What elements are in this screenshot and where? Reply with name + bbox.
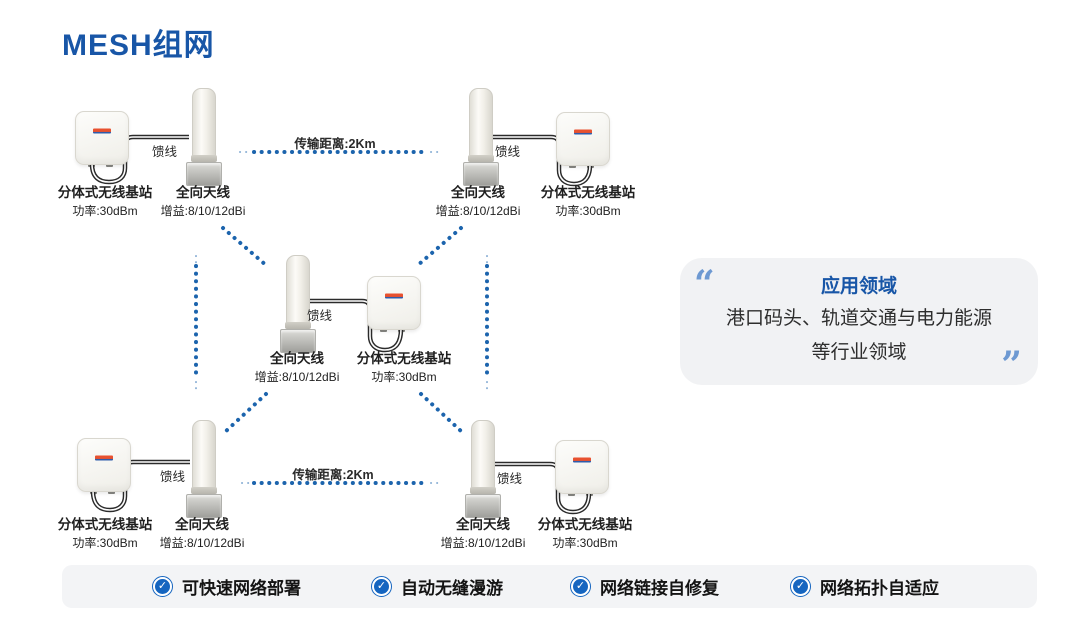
close-quote-icon: ” <box>1001 344 1022 386</box>
antenna-bracket <box>463 162 499 186</box>
antenna-cylinder <box>285 255 311 329</box>
feature-label: 自动无缝漫游 <box>401 579 503 598</box>
antenna-bracket <box>186 494 222 518</box>
brand-logo-icon <box>385 293 403 299</box>
antenna-cylinder <box>468 88 494 162</box>
station-label: 分体式无线基站 功率:30dBm <box>57 185 153 218</box>
antenna-label: 全向天线 增益:8/10/12dBi <box>435 185 521 218</box>
brand-logo-icon <box>574 129 592 135</box>
omni-antenna-device <box>463 88 499 186</box>
transmission-distance-label: 传输距离:2Km <box>294 137 376 151</box>
application-card-title: 应用领域 <box>820 276 897 297</box>
antenna-label: 全向天线 增益:8/10/12dBi <box>160 185 246 218</box>
omni-antenna-device <box>465 420 501 518</box>
antenna-label: 全向天线 增益:8/10/12dBi <box>254 351 340 384</box>
antenna-cylinder <box>470 420 496 494</box>
antenna-cylinder <box>191 88 217 162</box>
feature-label: 网络链接自修复 <box>600 579 719 598</box>
omni-antenna-device <box>186 420 222 518</box>
antenna-bracket <box>465 494 501 518</box>
base-station-device <box>75 111 129 165</box>
feeder-label: 馈线 <box>307 309 333 323</box>
page-title: MESH组网 <box>62 29 215 62</box>
check-icon: ✓ <box>570 576 591 597</box>
feature-item: ✓ 可快速网络部署 <box>152 565 301 608</box>
application-card-line1: 港口码头、轨道交通与电力能源 <box>725 308 992 329</box>
antenna-label: 全向天线 增益:8/10/12dBi <box>159 517 245 550</box>
feature-label: 网络拓扑自适应 <box>820 579 939 598</box>
application-card-line2: 等行业领域 <box>811 342 907 363</box>
feature-label: 可快速网络部署 <box>182 579 301 598</box>
brand-logo-icon <box>95 455 113 461</box>
feeder-label: 馈线 <box>497 472 523 486</box>
feature-item: ✓ 网络拓扑自适应 <box>790 565 939 608</box>
station-label: 分体式无线基站 功率:30dBm <box>57 517 153 550</box>
check-icon: ✓ <box>790 576 811 597</box>
antenna-cylinder <box>191 420 217 494</box>
open-quote-icon: “ <box>694 263 715 305</box>
transmission-distance-label: 传输距离:2Km <box>292 468 374 482</box>
base-station-device <box>77 438 131 492</box>
brand-logo-icon <box>93 128 111 134</box>
feature-item: ✓ 自动无缝漫游 <box>371 565 503 608</box>
base-station-device <box>367 276 421 330</box>
brand-logo-icon <box>573 457 591 463</box>
application-areas-card: “ 应用领域 港口码头、轨道交通与电力能源 等行业领域 ” <box>680 258 1038 395</box>
station-label: 分体式无线基站 功率:30dBm <box>540 185 636 218</box>
feature-bar: ✓ 可快速网络部署 ✓ 自动无缝漫游 ✓ 网络链接自修复 ✓ 网络拓扑自适应 <box>62 565 1037 608</box>
base-station-device <box>555 440 609 494</box>
feeder-label: 馈线 <box>495 145 521 159</box>
omni-antenna-device <box>186 88 222 186</box>
feature-item: ✓ 网络链接自修复 <box>570 565 719 608</box>
feeder-label: 馈线 <box>160 470 186 484</box>
station-label: 分体式无线基站 功率:30dBm <box>356 351 452 384</box>
omni-antenna-device <box>280 255 316 353</box>
antenna-label: 全向天线 增益:8/10/12dBi <box>440 517 526 550</box>
feeder-label: 馈线 <box>152 145 178 159</box>
antenna-bracket <box>186 162 222 186</box>
base-station-device <box>556 112 610 166</box>
check-icon: ✓ <box>371 576 392 597</box>
station-label: 分体式无线基站 功率:30dBm <box>537 517 633 550</box>
check-icon: ✓ <box>152 576 173 597</box>
antenna-bracket <box>280 329 316 353</box>
